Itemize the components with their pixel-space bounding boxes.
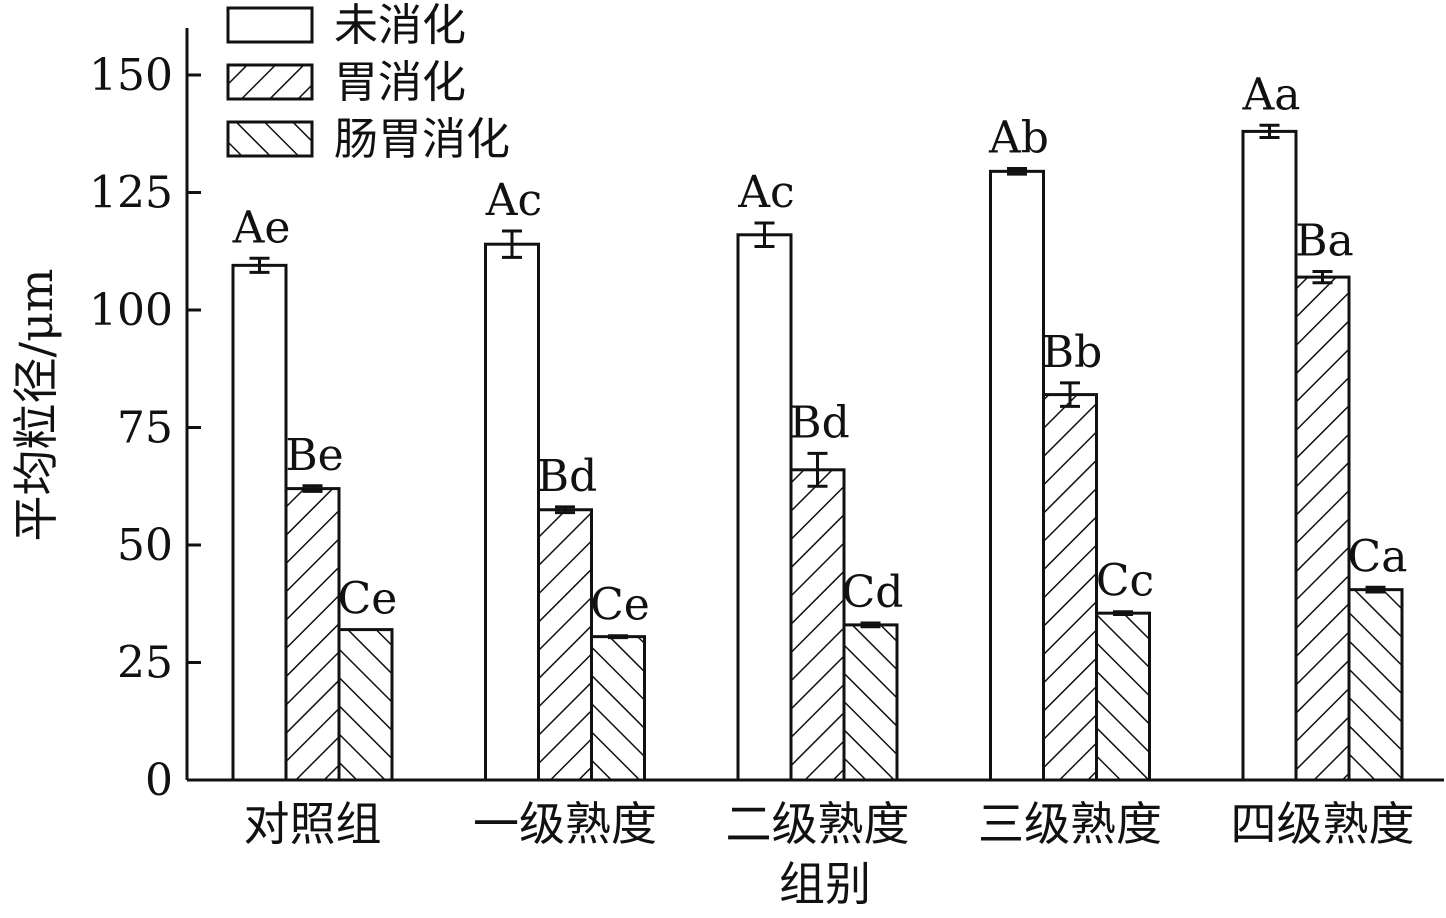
significance-label: Ae — [232, 202, 291, 253]
y-tick-label: 50 — [117, 520, 173, 571]
bar — [284, 487, 341, 782]
y-tick-label: 75 — [117, 403, 173, 454]
bar — [231, 263, 288, 782]
bar — [736, 233, 793, 782]
y-tick-label: 100 — [89, 285, 173, 336]
bar — [590, 635, 646, 782]
y-tick-label: 25 — [117, 638, 173, 689]
y-axis-title: 平均粒径/μm — [9, 268, 63, 541]
bar — [842, 623, 899, 782]
legend-swatch — [226, 6, 314, 44]
y-tick-label: 0 — [145, 755, 173, 806]
bar — [1042, 393, 1098, 782]
significance-label: Cd — [842, 567, 904, 618]
significance-label: Bd — [789, 397, 850, 448]
bar — [1347, 588, 1404, 782]
x-tick-label: 一级熟度 — [473, 797, 657, 851]
legend-swatch — [226, 63, 314, 101]
legend-swatch — [226, 120, 314, 158]
bar — [337, 628, 394, 782]
x-axis-title: 组别 — [779, 857, 871, 911]
legend-label: 未消化 — [334, 0, 466, 51]
legend-label: 胃消化 — [334, 57, 466, 108]
significance-label: Ce — [590, 580, 650, 631]
x-tick-label: 二级熟度 — [726, 797, 910, 851]
bar — [1294, 275, 1351, 782]
bar — [789, 468, 846, 782]
bar — [1095, 611, 1151, 782]
x-tick-label: 四级熟度 — [1231, 797, 1415, 851]
bar — [1241, 129, 1298, 782]
bar — [537, 508, 593, 782]
x-tick-labels: 对照组 一级熟度 二级熟度 三级熟度 四级熟度 — [244, 797, 1415, 851]
bar — [484, 242, 540, 782]
x-tick-label: 对照组 — [244, 797, 382, 851]
significance-label: Bb — [1042, 327, 1103, 378]
significance-label: Ac — [485, 175, 542, 226]
significance-label: Aa — [1241, 69, 1300, 120]
y-tick-label: 150 — [89, 50, 173, 101]
y-ticks: 0 25 50 75 100 125 150 — [89, 50, 201, 806]
significance-label: Cc — [1096, 556, 1154, 607]
significance-label: Be — [285, 430, 343, 481]
significance-label: Ce — [338, 574, 398, 625]
significance-label: Ba — [1295, 215, 1354, 266]
significance-label: Ab — [988, 113, 1049, 164]
significance-label: Ac — [737, 167, 794, 218]
y-tick-label: 125 — [89, 168, 173, 219]
significance-label: Bd — [537, 451, 598, 502]
significance-label: Ca — [1348, 531, 1408, 582]
x-tick-label: 三级熟度 — [978, 797, 1162, 851]
legend-label: 肠胃消化 — [334, 114, 510, 165]
bar — [989, 169, 1045, 782]
